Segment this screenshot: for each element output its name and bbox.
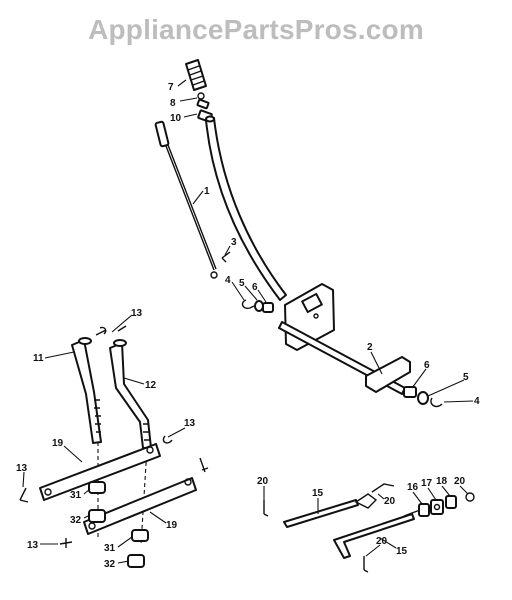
callout-32-upper: 32 xyxy=(70,515,82,526)
button-spring[interactable] xyxy=(197,92,205,100)
washer-left[interactable] xyxy=(254,300,264,312)
callout-20-b: 20 xyxy=(384,496,396,507)
clip-arm-bottom[interactable] xyxy=(59,538,73,548)
cross-shaft[interactable] xyxy=(278,321,411,395)
callout-13-right: 13 xyxy=(184,418,196,429)
callout-4-right: 4 xyxy=(474,396,480,407)
lift-handle-tube[interactable] xyxy=(205,115,287,301)
adjuster-17[interactable] xyxy=(430,499,444,515)
callout-32-lower: 32 xyxy=(104,559,116,570)
clip-arm-left[interactable] xyxy=(19,487,29,503)
callout-15-lower: 15 xyxy=(396,546,408,557)
callout-13-top: 13 xyxy=(131,308,143,319)
rod-15-lower[interactable] xyxy=(333,509,421,559)
callout-8: 8 xyxy=(170,98,176,109)
callout-13-left: 13 xyxy=(16,463,28,474)
callout-13-bottom: 13 xyxy=(27,540,39,551)
callout-11: 11 xyxy=(33,353,44,364)
lift-link-12[interactable] xyxy=(109,339,152,449)
spacer-32-lower[interactable] xyxy=(127,554,145,568)
watermark-text: AppliancePartsPros.com xyxy=(88,14,424,45)
callout-20-a: 20 xyxy=(257,476,269,487)
lift-rod[interactable] xyxy=(154,120,218,279)
callout-18: 18 xyxy=(436,476,448,487)
callout-4-left: 4 xyxy=(225,275,231,286)
spacer-32-upper[interactable] xyxy=(88,509,106,523)
callout-12: 12 xyxy=(145,380,157,391)
callout-5-left: 5 xyxy=(239,278,245,289)
callout-17: 17 xyxy=(421,478,433,489)
callout-19-upper: 19 xyxy=(52,438,64,449)
callout-1: 1 xyxy=(204,186,210,197)
clip-top[interactable] xyxy=(95,325,127,336)
callout-7: 7 xyxy=(168,82,174,93)
handle-grip[interactable] xyxy=(185,59,207,91)
callout-6-left: 6 xyxy=(252,282,258,293)
spacer-31-lower[interactable] xyxy=(131,529,149,542)
callout-31-lower: 31 xyxy=(104,543,116,554)
leader-lines xyxy=(22,79,474,564)
lift-arm-upper[interactable] xyxy=(39,443,161,501)
callout-20-d: 20 xyxy=(376,536,388,547)
clip-20-d[interactable] xyxy=(363,556,369,573)
callout-2: 2 xyxy=(367,342,373,353)
bushing-left[interactable] xyxy=(262,302,274,313)
callout-20-c: 20 xyxy=(454,476,466,487)
clip-20-a[interactable] xyxy=(263,500,269,517)
callout-6-right: 6 xyxy=(424,360,430,371)
bolt[interactable] xyxy=(221,251,231,263)
lift-link-11[interactable] xyxy=(71,337,102,444)
nut-18[interactable] xyxy=(445,495,457,509)
hairpin-clip-right[interactable] xyxy=(430,397,443,408)
washer-right[interactable] xyxy=(417,391,429,405)
callout-5-right: 5 xyxy=(463,372,469,383)
clip-20-c[interactable] xyxy=(465,492,475,502)
hairpin-clip-left[interactable] xyxy=(241,299,255,310)
callout-15-upper: 15 xyxy=(312,488,324,499)
callout-3: 3 xyxy=(231,237,237,248)
rod-15-upper[interactable] xyxy=(283,483,395,528)
callout-19-lower: 19 xyxy=(166,520,178,531)
clip-arm-right[interactable] xyxy=(162,435,209,473)
callout-31-upper: 31 xyxy=(70,490,82,501)
handle-button[interactable] xyxy=(196,98,210,110)
bushing-right[interactable] xyxy=(403,386,417,398)
bracket-16[interactable] xyxy=(418,503,430,517)
callout-16: 16 xyxy=(407,482,419,493)
callout-10: 10 xyxy=(170,113,182,124)
spacer-31-upper[interactable] xyxy=(88,481,106,494)
